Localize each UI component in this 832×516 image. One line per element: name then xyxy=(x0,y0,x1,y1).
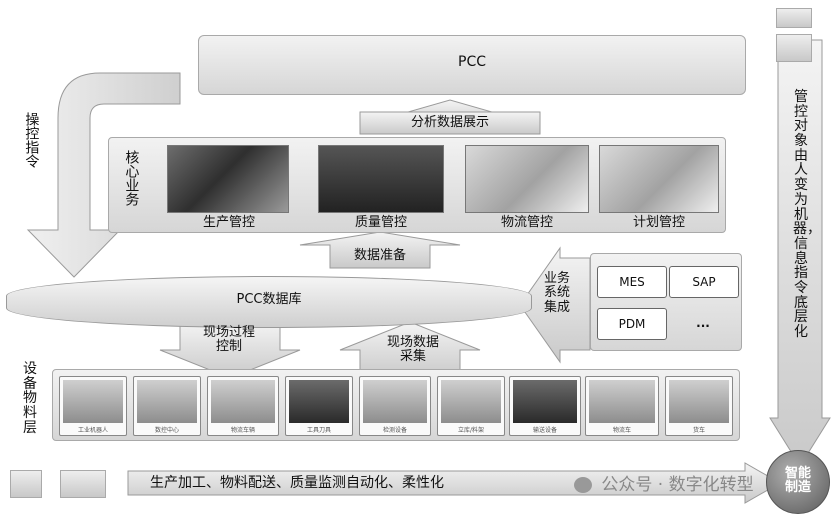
equipment-card: 物流车辆 xyxy=(207,376,279,436)
equipment-card: 工业机器人 xyxy=(59,376,127,436)
equipment-card: 物流车 xyxy=(585,376,659,436)
right-vertical-statement: 管控对象由人变为机器，信息指令底层化 xyxy=(793,89,821,340)
equipment-caption: 工具刀具 xyxy=(306,427,331,434)
core-business-text: 核心业务 xyxy=(123,150,140,206)
system-box-sap: SAP xyxy=(669,266,739,298)
equipment-caption: 数控中心 xyxy=(154,427,179,434)
equipment-card: 检测设备 xyxy=(359,376,431,436)
logistics-control-photo xyxy=(465,145,589,213)
equipment-caption: 货车 xyxy=(692,427,705,434)
equipment-caption: 物流车 xyxy=(612,427,631,434)
pcc-database: PCC数据库 xyxy=(6,276,532,328)
production-control-photo xyxy=(167,145,289,213)
core-module-label: 计划管控 xyxy=(632,215,685,230)
equipment-caption: 输送设备 xyxy=(532,427,557,434)
equipment-caption: 检测设备 xyxy=(382,427,407,434)
planning-control-photo xyxy=(599,145,719,213)
bottom-banner-text: 生产加工、物料配送、质量监测自动化、柔性化 xyxy=(150,475,444,491)
field-process-control-text: 现场过程控制 xyxy=(202,325,255,355)
operation-command-text: 操控指令 xyxy=(23,112,40,168)
pcc-top-label: PCC xyxy=(458,54,486,70)
field-data-collect-text: 现场数据采集 xyxy=(386,335,439,365)
core-module-label: 物流管控 xyxy=(500,215,553,230)
equipment-layer-text: 设备物料层 xyxy=(23,361,37,436)
smart-manufacturing-text: 智能制造 xyxy=(784,466,811,496)
field-data-collect-label: 现场数据采集 xyxy=(380,335,446,365)
decor-square xyxy=(60,470,106,498)
core-module-label: 质量管控 xyxy=(354,215,407,230)
decor-square xyxy=(10,470,42,498)
equipment-caption: 工业机器人 xyxy=(77,427,108,434)
equipment-card: 工具刀具 xyxy=(285,376,353,436)
equipment-card: 立库/料架 xyxy=(437,376,505,436)
operation-command-label: 操控指令 xyxy=(22,112,40,172)
equipment-caption: 立库/料架 xyxy=(457,427,485,434)
smart-manufacturing-label: 智能制造 xyxy=(778,466,818,496)
quality-control-photo xyxy=(318,145,444,213)
equipment-card: 货车 xyxy=(665,376,733,436)
equipment-card: 数控中心 xyxy=(133,376,201,436)
system-box-pdm: PDM xyxy=(597,308,667,340)
business-integration-label: 业务系统集成 xyxy=(542,271,572,315)
system-box-more: ... xyxy=(696,316,710,330)
business-systems-panel: MES SAP PDM ... xyxy=(590,253,742,351)
pcc-database-label: PCC数据库 xyxy=(236,292,302,307)
analysis-data-display-label: 分析数据展示 xyxy=(410,115,489,130)
smart-manufacturing-circle: 智能制造 xyxy=(766,450,830,514)
equipment-caption: 物流车辆 xyxy=(230,427,255,434)
wechat-icon xyxy=(574,477,592,493)
decor-square xyxy=(776,8,812,28)
decor-square xyxy=(776,34,812,62)
equipment-card: 输送设备 xyxy=(509,376,581,436)
equipment-panel: 工业机器人 数控中心 物流车辆 工具刀具 检测设备 立库/料架 输送设备 物流车… xyxy=(52,369,740,441)
field-process-control-label: 现场过程控制 xyxy=(196,325,262,355)
core-module-label: 生产管控 xyxy=(202,215,255,230)
watermark-text: 公众号 · 数字化转型 xyxy=(601,475,754,495)
core-business-label: 核心业务 xyxy=(123,150,139,210)
equipment-layer-label: 设备物料层 xyxy=(22,361,38,436)
business-integration-text: 业务系统集成 xyxy=(543,271,570,315)
system-box-mes: MES xyxy=(597,266,667,298)
core-business-panel: 核心业务 生产管控 质量管控 物流管控 计划管控 xyxy=(108,137,726,233)
right-vertical-text: 管控对象由人变为机器，信息指令底层化 xyxy=(790,89,821,340)
pcc-top-bar: PCC xyxy=(198,35,746,95)
watermark: 公众号 · 数字化转型 xyxy=(574,470,754,495)
data-prep-label: 数据准备 xyxy=(353,248,406,263)
